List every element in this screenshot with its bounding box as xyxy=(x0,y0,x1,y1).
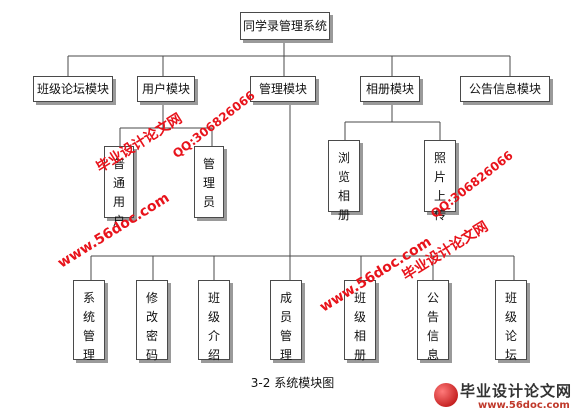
node-label: 班级介绍 xyxy=(207,291,220,362)
node-label: 班级相册 xyxy=(353,291,366,362)
node-label: 普通用户 xyxy=(112,157,125,228)
module-label: 管理模块 xyxy=(258,82,307,96)
node-label: 系统管理 xyxy=(82,291,95,362)
module-label: 用户模块 xyxy=(141,82,190,96)
node-class-intro: 班级介绍 xyxy=(198,280,230,362)
module-notice: 公告信息模块 xyxy=(460,76,550,102)
module-label: 公告信息模块 xyxy=(468,82,541,96)
node-label: 照片上传 xyxy=(433,151,446,222)
module-label: 相册模块 xyxy=(365,82,414,96)
module-class-forum: 班级论坛模块 xyxy=(33,76,113,102)
root-node-label: 同学录管理系统 xyxy=(242,19,327,33)
node-member-manage: 成员管理 xyxy=(270,280,302,362)
figure-caption: 3-2 系统模块图 xyxy=(250,376,335,390)
node-class-forum: 班级论坛 xyxy=(495,280,527,362)
node-label: 成员管理 xyxy=(279,291,292,362)
node-class-album: 班级相册 xyxy=(344,280,376,362)
node-label: 浏览相册 xyxy=(337,151,350,222)
node-admin: 管理员 xyxy=(194,146,224,218)
node-change-password: 修改密码 xyxy=(136,280,168,362)
module-manage: 管理模块 xyxy=(250,76,316,102)
node-notice-info: 公告信息 xyxy=(417,280,449,362)
node-label: 班级论坛 xyxy=(504,291,517,362)
node-normal-user: 普通用户 xyxy=(104,146,134,228)
node-browse-album: 浏览相册 xyxy=(328,140,360,222)
module-label: 班级论坛模块 xyxy=(36,82,109,96)
node-system-manage: 系统管理 xyxy=(73,280,105,362)
module-album: 相册模块 xyxy=(360,76,420,102)
node-photo-upload: 照片上传 xyxy=(424,140,456,222)
node-label: 修改密码 xyxy=(145,291,158,362)
node-label: 公告信息 xyxy=(426,291,439,362)
node-label: 管理员 xyxy=(202,157,215,209)
module-user: 用户模块 xyxy=(137,76,195,102)
root-node: 同学录管理系统 xyxy=(240,12,330,40)
